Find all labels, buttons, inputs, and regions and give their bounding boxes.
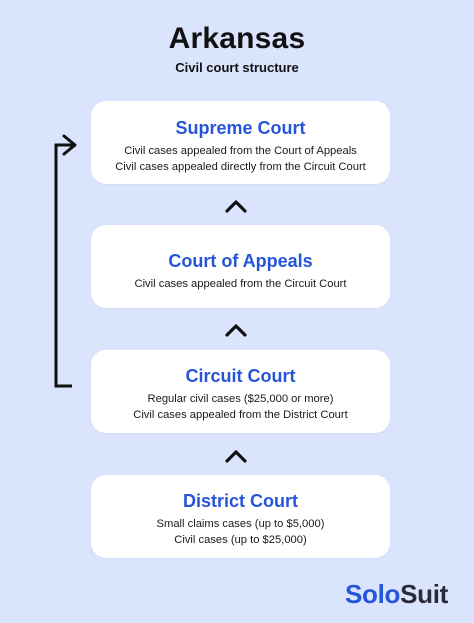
chevron-up-icon	[225, 200, 247, 213]
court-description-line: Civil cases appealed from the Circuit Co…	[134, 278, 347, 290]
court-description-line: Civil cases appealed directly from the C…	[115, 161, 366, 173]
court-description-line: Civil cases (up to $25,000)	[174, 534, 307, 546]
solosuit-logo: SoloSuit	[345, 579, 448, 610]
court-card-supreme: Supreme Court Civil cases appealed from …	[91, 101, 390, 184]
court-description-line: Small claims cases (up to $5,000)	[156, 518, 325, 530]
logo-part-solo: Solo	[344, 579, 401, 609]
court-description-line: Regular civil cases ($25,000 or more)	[147, 393, 334, 405]
court-name-circuit: Circuit Court	[185, 366, 296, 386]
chevron-up-icon	[225, 450, 247, 463]
court-description-line: Civil cases appealed from the Court of A…	[124, 145, 357, 157]
court-card-circuit: Circuit Court Regular civil cases ($25,0…	[91, 350, 390, 433]
court-card-district: District Court Small claims cases (up to…	[91, 475, 390, 558]
court-name-district: District Court	[182, 491, 298, 511]
court-description-line: Civil cases appealed from the District C…	[133, 409, 348, 421]
court-name-supreme: Supreme Court	[175, 118, 306, 138]
logo-part-suit: Suit	[400, 579, 448, 609]
chevron-up-icon	[225, 324, 247, 337]
court-card-appeals: Court of Appeals Civil cases appealed fr…	[91, 225, 390, 308]
page-subtitle: Civil court structure	[175, 60, 299, 75]
court-name-appeals: Court of Appeals	[168, 251, 313, 271]
page-title: Arkansas	[168, 22, 306, 55]
